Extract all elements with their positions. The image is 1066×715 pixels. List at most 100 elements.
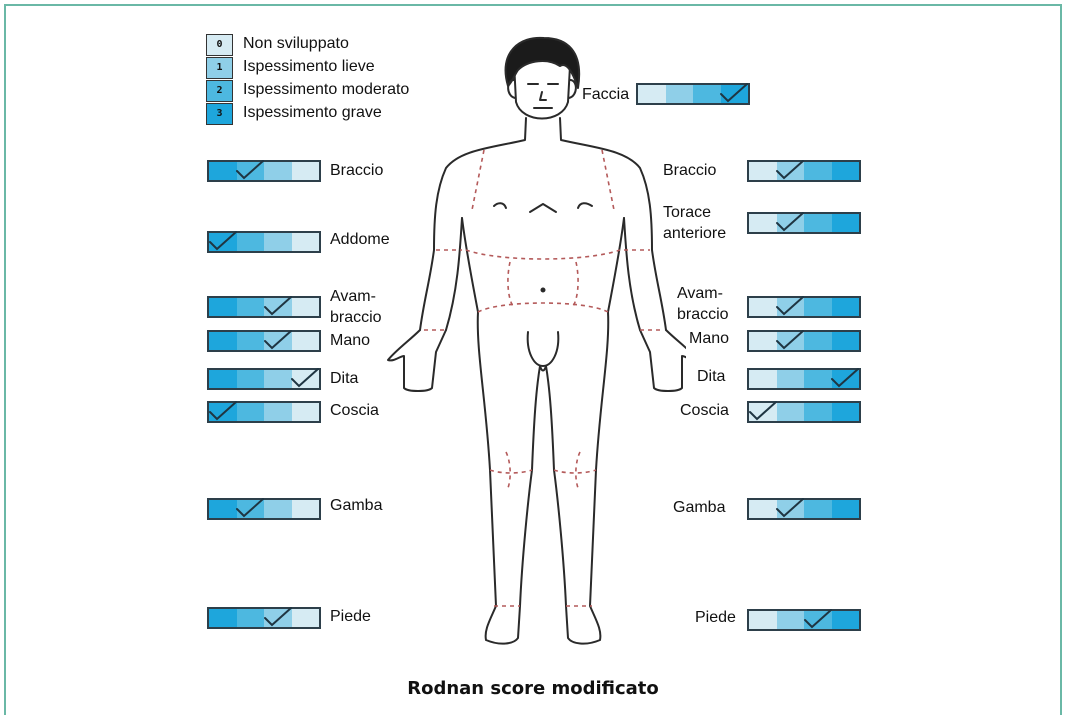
site-label: Avam- braccio	[330, 286, 382, 328]
checkmark-icon	[748, 397, 778, 423]
scale-segment-2	[237, 298, 265, 316]
scale-segment-3	[209, 370, 237, 388]
scale-segment-0	[638, 85, 666, 103]
scale-segment-0	[292, 332, 320, 350]
checkmark-icon	[235, 156, 265, 182]
site-label: Torace anteriore	[663, 202, 726, 244]
checkmark-icon	[775, 292, 805, 318]
scale-segment-2	[804, 298, 832, 316]
scale-segment-0	[292, 233, 320, 251]
scale-segment-3	[209, 500, 237, 518]
legend-swatch-1: 1	[206, 57, 233, 79]
score-scale-left-addome	[207, 231, 321, 253]
scale-segment-2	[237, 609, 265, 627]
legend-swatch-3: 3	[206, 103, 233, 125]
site-label: Mano	[689, 328, 729, 349]
scale-segment-3	[832, 162, 860, 180]
legend-swatch-2: 2	[206, 80, 233, 102]
score-scale-left-braccio	[207, 160, 321, 182]
scale-segment-3	[209, 162, 237, 180]
scale-segment-2	[237, 233, 265, 251]
checkmark-icon	[263, 292, 293, 318]
scale-segment-3	[209, 332, 237, 350]
scale-segment-1	[264, 500, 292, 518]
scale-segment-3	[209, 609, 237, 627]
scale-segment-0	[749, 332, 777, 350]
scale-segment-2	[804, 403, 832, 421]
scale-segment-0	[749, 500, 777, 518]
scale-segment-1	[264, 370, 292, 388]
score-scale-right-coscia	[747, 401, 861, 423]
checkmark-icon	[775, 326, 805, 352]
checkmark-icon	[263, 603, 293, 629]
score-scale-left-dita	[207, 368, 321, 390]
scale-segment-3	[832, 214, 860, 232]
scale-segment-2	[804, 500, 832, 518]
scale-segment-1	[264, 162, 292, 180]
scale-segment-3	[832, 332, 860, 350]
checkmark-icon	[775, 156, 805, 182]
site-label: Coscia	[680, 400, 729, 421]
legend-swatch-0: 0	[206, 34, 233, 56]
scale-segment-0	[749, 214, 777, 232]
site-label: Addome	[330, 229, 390, 250]
scale-segment-1	[777, 403, 805, 421]
scale-segment-1	[777, 611, 805, 629]
figure-caption: Rodnan score modificato	[0, 678, 1066, 699]
scale-segment-2	[804, 162, 832, 180]
site-label: Dita	[330, 368, 358, 389]
scale-segment-1	[264, 403, 292, 421]
score-scale-right-dita	[747, 368, 861, 390]
score-scale-center-faccia	[636, 83, 750, 105]
scale-segment-0	[292, 609, 320, 627]
score-scale-left-coscia	[207, 401, 321, 423]
score-scale-left-mano	[207, 330, 321, 352]
scale-segment-2	[804, 214, 832, 232]
site-label: Gamba	[673, 497, 725, 518]
legend-label-1: Ispessimento lieve	[243, 58, 375, 76]
legend-label-0: Non sviluppato	[243, 35, 349, 53]
site-label: Avam- braccio	[677, 283, 729, 325]
score-scale-right-piede	[747, 609, 861, 631]
site-label: Gamba	[330, 495, 382, 516]
human-body-illustration	[376, 34, 686, 664]
scale-segment-3	[832, 298, 860, 316]
score-scale-left-avam-braccio	[207, 296, 321, 318]
site-label: Dita	[697, 366, 725, 387]
site-label: Coscia	[330, 400, 379, 421]
checkmark-icon	[775, 494, 805, 520]
site-label: Braccio	[663, 160, 716, 181]
score-scale-left-gamba	[207, 498, 321, 520]
score-scale-right-braccio	[747, 160, 861, 182]
site-label: Braccio	[330, 160, 383, 181]
scale-segment-0	[749, 162, 777, 180]
scale-segment-2	[804, 332, 832, 350]
score-scale-right-avam-braccio	[747, 296, 861, 318]
score-scale-right-torace-anteriore	[747, 212, 861, 234]
scale-segment-1	[264, 233, 292, 251]
scale-segment-1	[666, 85, 694, 103]
scale-segment-3	[832, 403, 860, 421]
legend-label-3: Ispessimento grave	[243, 104, 382, 122]
scale-segment-2	[237, 370, 265, 388]
scale-segment-0	[292, 500, 320, 518]
scale-segment-0	[749, 611, 777, 629]
score-scale-right-mano	[747, 330, 861, 352]
checkmark-icon	[208, 397, 238, 423]
site-label: Piede	[695, 607, 736, 628]
scale-segment-3	[209, 298, 237, 316]
site-label: Mano	[330, 330, 370, 351]
scale-segment-0	[749, 298, 777, 316]
checkmark-icon	[719, 79, 749, 105]
checkmark-icon	[208, 227, 238, 253]
scale-segment-1	[777, 370, 805, 388]
checkmark-icon	[235, 494, 265, 520]
checkmark-icon	[263, 326, 293, 352]
checkmark-icon	[803, 605, 833, 631]
checkmark-icon	[290, 364, 320, 390]
site-label: Piede	[330, 606, 371, 627]
score-scale-left-piede	[207, 607, 321, 629]
checkmark-icon	[775, 208, 805, 234]
scale-segment-0	[292, 298, 320, 316]
scale-segment-0	[749, 370, 777, 388]
